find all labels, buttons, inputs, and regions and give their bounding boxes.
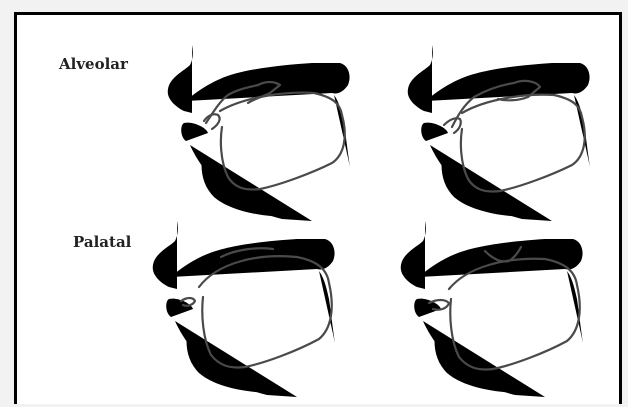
articulation-figure: Alveolar Palatal [14,12,622,404]
palatal-vocal-tract-1 [147,217,357,407]
palatal-vocal-tract-2 [395,217,605,407]
alveolar-vocal-tract-1 [162,41,372,231]
row-label-palatal: Palatal [73,235,131,250]
alveolar-vocal-tract-2 [402,41,612,231]
row-label-alveolar: Alveolar [59,57,128,72]
